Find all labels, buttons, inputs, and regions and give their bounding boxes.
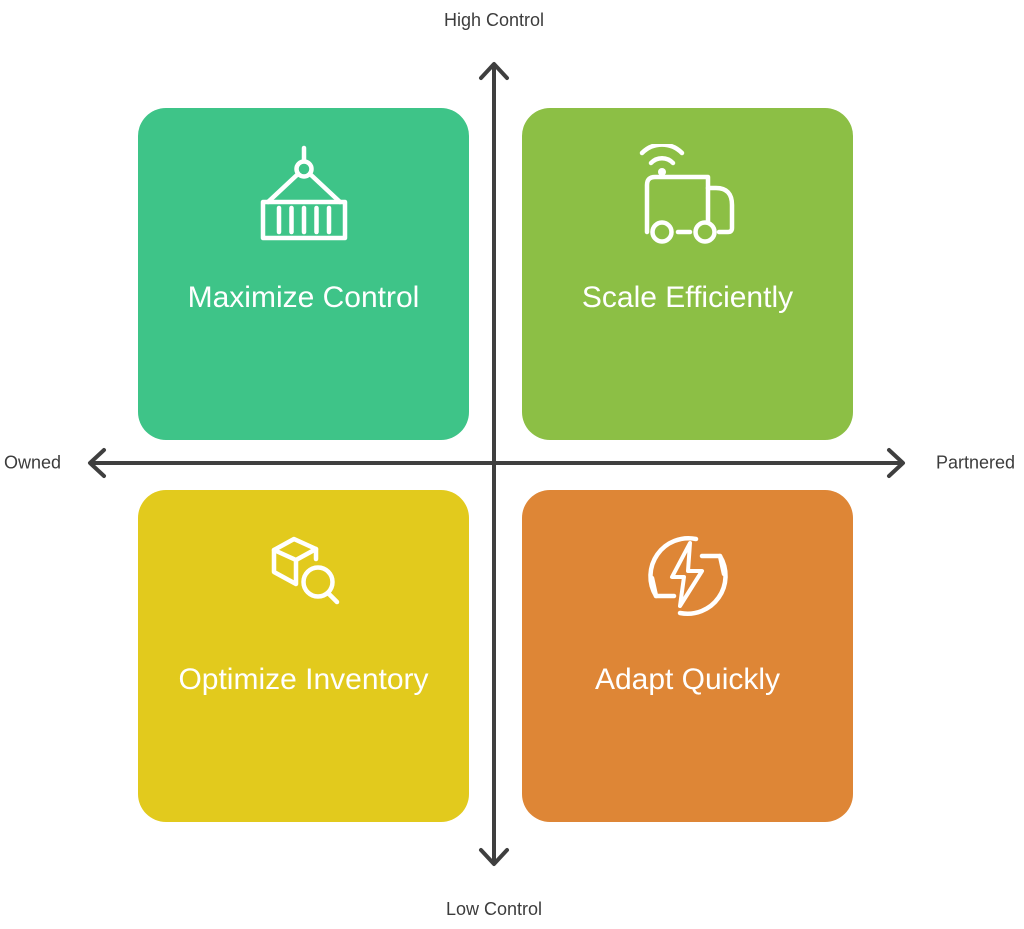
left-arrowhead-icon: [88, 448, 106, 478]
quadrant-adapt-quickly: Adapt Quickly: [522, 490, 853, 822]
quadrant-title: Scale Efficiently: [581, 281, 794, 314]
axis-label-owned: Owned: [4, 452, 62, 473]
quadrant-title: Maximize Control: [187, 281, 420, 314]
connected-delivery-truck-icon: [638, 142, 738, 246]
axis-label-high-control: High Control: [443, 10, 545, 30]
sync-lightning-refresh-icon: [638, 524, 738, 628]
down-arrowhead-icon: [479, 848, 509, 866]
axis-label-partnered: Partnered: [935, 452, 1015, 473]
inventory-box-search-icon: [254, 524, 354, 628]
quadrant-maximize-control: Maximize Control: [138, 108, 469, 440]
right-arrowhead-icon: [887, 448, 905, 478]
quadrant-optimize-inventory: Optimize Inventory: [138, 490, 469, 822]
cargo-container-crane-icon: [249, 142, 359, 246]
quadrant-scale-efficiently: Scale Efficiently: [522, 108, 853, 440]
quadrant-title: Optimize Inventory: [178, 663, 429, 696]
quadrant-title: Adapt Quickly: [594, 663, 781, 696]
axis-label-low-control: Low Control: [445, 899, 543, 919]
up-arrowhead-icon: [479, 62, 509, 80]
